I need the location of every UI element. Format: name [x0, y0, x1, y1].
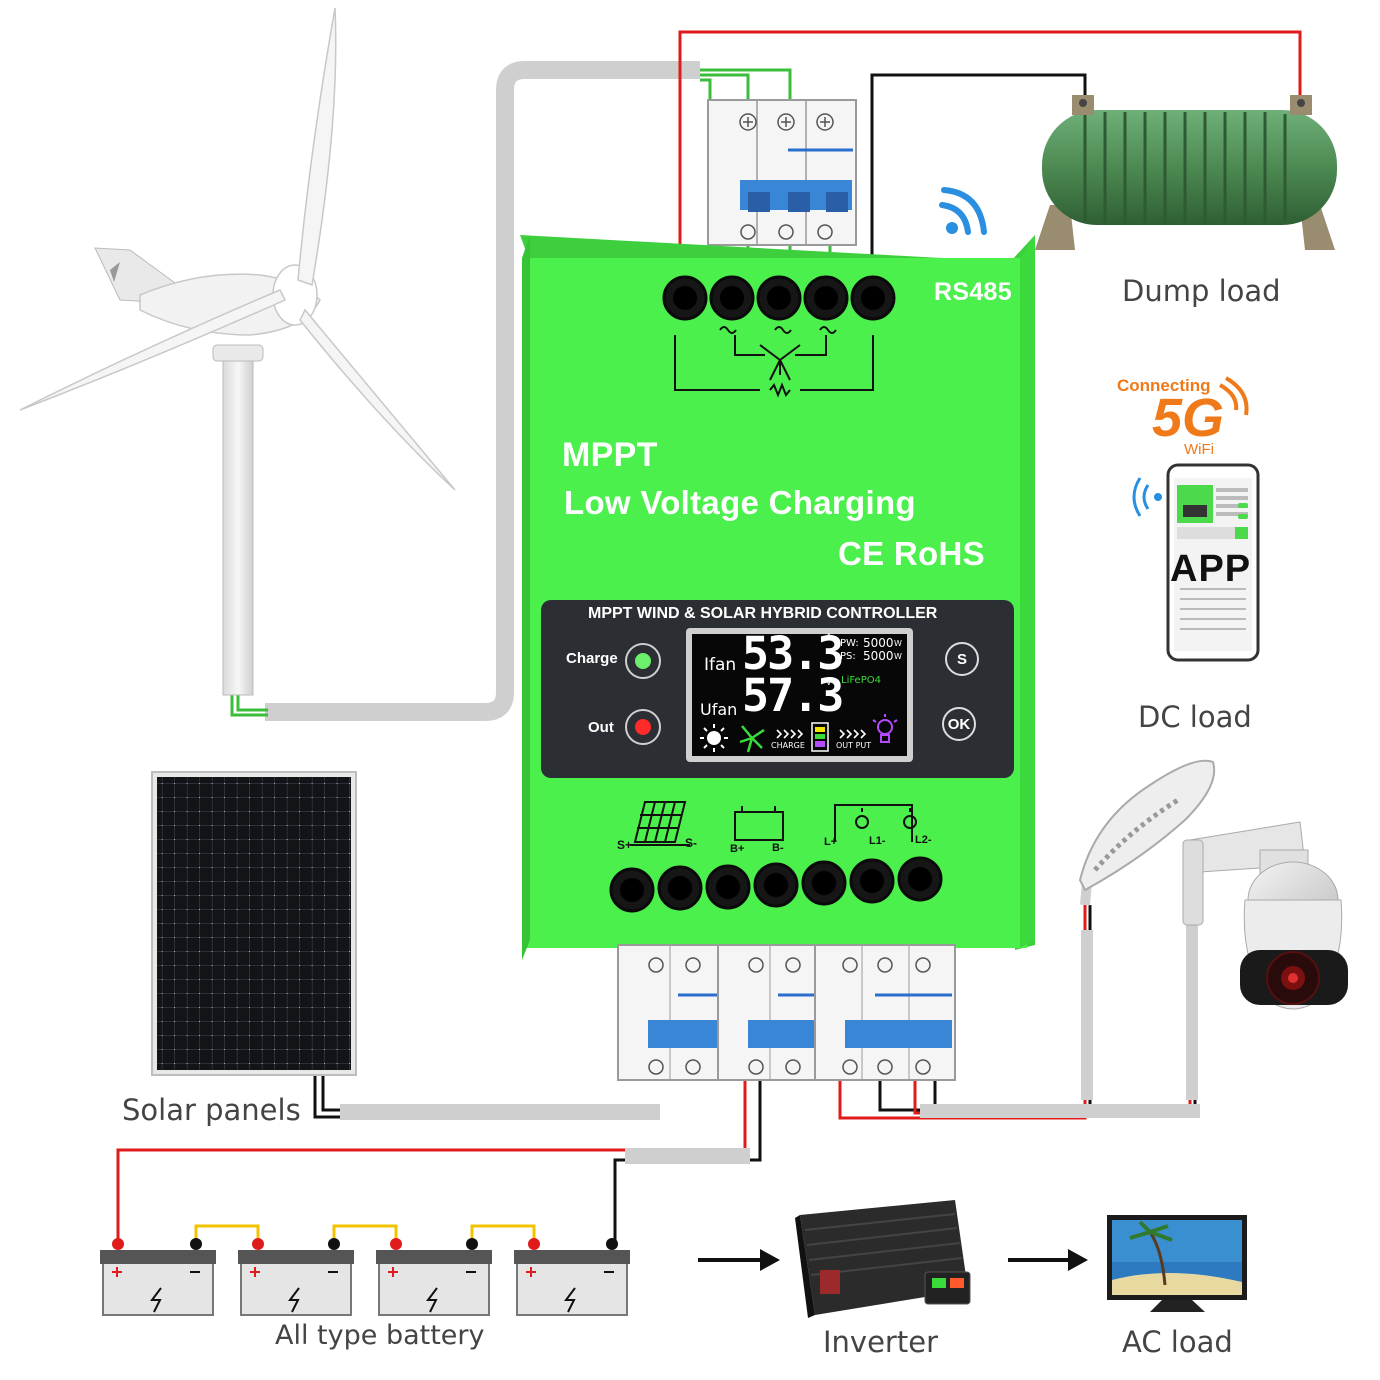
terminal-l1-minus: L1-: [869, 835, 886, 847]
bulb-icon: [872, 714, 898, 743]
lcd-current-unit: A: [826, 632, 832, 641]
load-lamp-icon: [834, 804, 917, 842]
panel-title: MPPT WIND & SOLAR HYBRID CONTROLLER: [588, 605, 938, 622]
wifi-icon: [939, 187, 987, 235]
feature-low-voltage: Low Voltage Charging: [564, 484, 916, 521]
wind-schematic-icon: [674, 326, 874, 398]
solar-panels-label: Solar panels: [122, 1093, 301, 1127]
lcd-pw-value: 5000: [863, 636, 894, 650]
lcd-pw-unit: W: [894, 639, 902, 648]
lcd-charge-text: CHARGE: [771, 741, 805, 750]
charge-indicator: [626, 644, 660, 678]
breaker-top: [707, 99, 857, 246]
wifi-5g-badge-icon: [1218, 376, 1249, 416]
wiring: [116, 30, 1302, 1240]
ac-load-label: AC load: [1122, 1325, 1233, 1359]
battery-label: All type battery: [275, 1320, 485, 1351]
inverter-label: Inverter: [823, 1325, 938, 1359]
lcd-current-value: 53.3: [742, 627, 844, 680]
street-lamp: [1078, 759, 1216, 906]
solar-panel: [151, 771, 357, 1076]
output-arrows-icon: [839, 729, 867, 739]
wind-fan-icon: [739, 725, 765, 753]
dc-load-label: DC load: [1138, 700, 1252, 734]
battery-2: [238, 1238, 354, 1316]
breaker-load: [814, 944, 956, 1081]
terminal-b-minus: B-: [772, 842, 784, 854]
charge-arrows-icon: [776, 729, 804, 739]
terminal-s-plus: S+: [617, 838, 633, 852]
rs485-label: RS485: [934, 278, 1012, 306]
lcd-output-text: OUT PUT: [836, 741, 872, 750]
lcd-icons: [700, 714, 898, 753]
phone-signal-icon: [1132, 477, 1162, 517]
wifi-text: WiFi: [1184, 441, 1214, 458]
lcd-ifan-label: Ifan: [704, 655, 737, 675]
terminal-b-plus: B+: [730, 843, 745, 855]
arrow-icon: [698, 1249, 1088, 1271]
battery-bank: [100, 1238, 630, 1316]
out-indicator: [626, 710, 660, 744]
fiveg-text: 5G: [1152, 388, 1225, 448]
feature-mppt: MPPT: [562, 436, 658, 474]
connecting-text: Connecting: [1117, 376, 1211, 395]
phone: [1166, 463, 1260, 662]
dump-load-label: Dump load: [1122, 274, 1281, 308]
lcd-battery-type: LiFePO4: [841, 675, 881, 686]
sun-icon: [700, 724, 728, 752]
s-button[interactable]: S: [945, 642, 979, 676]
lcd-ufan-label: Ufan: [700, 700, 738, 719]
inverter: [795, 1200, 971, 1318]
terminal-l-plus: L+: [824, 836, 838, 848]
battery-1: [100, 1238, 216, 1316]
solar-panel-icon: [630, 801, 690, 846]
breaker-battery: [717, 944, 824, 1081]
wind-turbine: [19, 7, 456, 696]
bottom-terminal-icons: [630, 801, 917, 846]
lcd-voltage-unit: V: [826, 678, 832, 687]
terminal-l2-minus: L2-: [915, 834, 932, 846]
feature-certification: CE RoHS: [838, 535, 985, 572]
breaker-solar: [617, 944, 724, 1081]
tv: [1107, 1215, 1247, 1312]
battery-4: [514, 1238, 630, 1316]
out-label: Out: [588, 719, 614, 736]
lcd-pw-label: PW:: [840, 638, 859, 649]
lcd-ps-value: 5000: [863, 649, 894, 663]
battery-icon: [734, 806, 784, 841]
battery-3: [376, 1238, 492, 1316]
charge-label: Charge: [566, 650, 618, 667]
bottom-terminals: [609, 856, 943, 913]
lcd-ps-label: PS:: [840, 651, 856, 662]
dome-camera: [1182, 821, 1348, 1010]
battery-level-icon: [811, 722, 829, 752]
terminal-s-minus: S-: [685, 836, 697, 850]
app-label: APP: [1170, 548, 1252, 590]
lcd-ps-unit: W: [894, 652, 902, 661]
lcd-voltage-value: 57.3: [742, 669, 844, 722]
top-terminals: [662, 275, 896, 321]
ok-button[interactable]: OK: [942, 707, 976, 741]
dump-load-resistor: [1035, 95, 1337, 250]
